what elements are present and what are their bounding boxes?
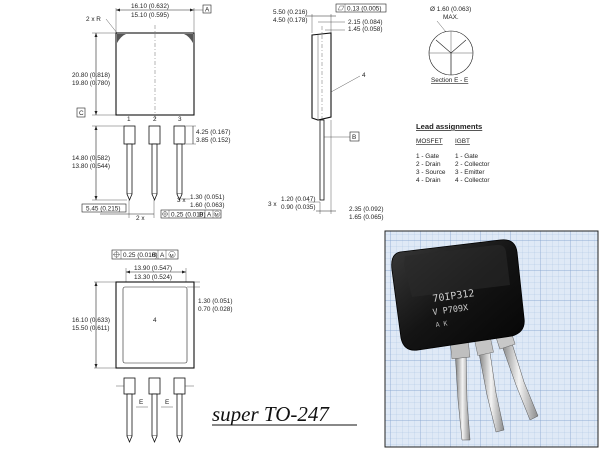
pitch-value: 5.45 (0.215) — [86, 206, 120, 213]
back-pad — [122, 286, 188, 364]
bottom-dim-min: 1.65 (0.065) — [349, 214, 383, 221]
back-tol-ref-2: A — [160, 252, 165, 259]
lead-thickness-prefix: 3 x — [268, 201, 277, 208]
mosfet-lead-2: 2 - Drain — [416, 161, 441, 168]
tab-thickness-max: 2.15 (0.084) — [348, 19, 382, 26]
side-body — [311, 32, 332, 121]
section-lead-profile — [435, 39, 467, 75]
offset-max: 1.30 (0.051) — [198, 298, 232, 305]
section-max: MAX. — [443, 14, 459, 21]
front-width-max: 16.10 (0.632) — [131, 3, 169, 10]
col-mosfet: MOSFET — [416, 138, 443, 145]
lead-width-prefix: 3 x — [177, 197, 186, 204]
mosfet-lead-1: 1 - Gate — [416, 153, 440, 160]
caption: super TO-247 — [212, 402, 330, 426]
side-view: 5.50 (0.216) 4.50 (0.178) 0.13 (0.005) 2… — [268, 3, 387, 221]
igbt-lead-3: 3 - Emitter — [455, 169, 485, 176]
back-tol-ref-3: M — [170, 253, 174, 259]
pitch-box — [81, 203, 127, 213]
back-height-min: 15.50 (0.611) — [72, 325, 110, 332]
lead-width-max: 1.30 (0.051) — [190, 194, 224, 201]
section-label-right: E — [165, 399, 169, 406]
lead-thickness-min: 0.90 (0.035) — [281, 204, 315, 211]
front-tolerance-frame: 0.25 (0.010) B A M — [160, 209, 222, 219]
front-tol-ref-2: A — [207, 212, 212, 219]
lead-length-max: 14.80 (0.582) — [72, 155, 110, 162]
back-view: 0.25 (0.010) B A M 13.90 (0.547) 13.30 (… — [72, 249, 232, 444]
section-label-left: E — [139, 399, 143, 406]
back-pad-label: 4 — [153, 317, 157, 324]
component-photo: 70IP312 V P709X A K — [384, 230, 599, 448]
front-leads — [123, 125, 186, 202]
datum-a: A — [205, 7, 210, 14]
front-corner-tr — [184, 34, 193, 43]
mosfet-lead-3: 3 - Source — [416, 169, 446, 176]
flatness-icon — [337, 5, 345, 11]
front-width-min: 15.10 (0.595) — [131, 12, 169, 19]
igbt-lead-1: 1 - Gate — [455, 153, 479, 160]
flatness-frame — [335, 3, 387, 13]
mosfet-lead-4: 4 - Drain — [416, 177, 441, 184]
lead-length-min: 13.80 (0.544) — [72, 163, 110, 170]
back-height-max: 16.10 (0.633) — [72, 317, 110, 324]
side-lead — [319, 119, 325, 201]
pad-width-min: 13.30 (0.524) — [134, 274, 172, 281]
back-tolerance-frame: 0.25 (0.010) B A M — [111, 249, 179, 260]
igbt-lead-2: 2 - Collector — [455, 161, 490, 168]
pad-width-max: 13.90 (0.547) — [134, 265, 172, 272]
front-height-min: 19.80 (0.780) — [72, 80, 110, 87]
shoulder-min: 3.85 (0.152) — [196, 137, 230, 144]
section-diameter: Ø 1.60 (0.063) — [430, 6, 471, 13]
datum-b: B — [352, 134, 356, 141]
front-tol-ref-1: B — [199, 212, 203, 219]
datum-b-box — [349, 131, 360, 142]
pin-label-2: 2 — [153, 116, 157, 123]
datum-c-box — [76, 107, 86, 118]
front-view: 16.10 (0.632) 15.10 (0.595) A 2 x R 20.8… — [72, 3, 230, 222]
bottom-dim-max: 2.35 (0.092) — [349, 206, 383, 213]
side-thickness-min: 4.50 (0.178) — [273, 17, 307, 24]
datum-a-box — [202, 4, 212, 14]
front-height-max: 20.80 (0.818) — [72, 72, 110, 79]
igbt-lead-4: 4 - Collector — [455, 177, 490, 184]
flatness-value: 0.13 (0.005) — [347, 6, 381, 13]
back-body — [115, 281, 195, 369]
shoulder-max: 4.25 (0.167) — [196, 129, 230, 136]
lead-thickness-max: 1.20 (0.047) — [281, 196, 315, 203]
col-igbt: IGBT — [455, 138, 470, 145]
front-corner-tl — [117, 34, 126, 43]
side-thickness-max: 5.50 (0.216) — [273, 9, 307, 16]
section-caption: Section E - E — [431, 77, 468, 84]
side-callout: 4 — [362, 72, 366, 79]
tab-thickness-min: 1.45 (0.058) — [348, 26, 382, 33]
pitch-multiplier: 2 x — [136, 215, 145, 222]
lead-width-min: 1.60 (0.063) — [190, 202, 224, 209]
lead-assignments: Lead assignments MOSFET IGBT 1 - Gate 2 … — [416, 122, 490, 184]
lead-assignments-title: Lead assignments — [416, 122, 482, 131]
front-tol-value: 0.25 (0.010) — [171, 212, 205, 219]
pin-label-3: 3 — [178, 116, 182, 123]
datum-c: C — [79, 110, 84, 117]
back-leads — [116, 377, 194, 444]
back-tol-ref-1: B — [152, 252, 156, 259]
back-tol-value: 0.25 (0.010) — [123, 252, 157, 259]
photo-marking-3: A K — [435, 319, 448, 329]
pin-label-1: 1 — [127, 116, 131, 123]
corner-radius-label: 2 x R — [86, 16, 101, 23]
front-tol-ref-3: M — [215, 212, 219, 217]
offset-min: 0.70 (0.028) — [198, 306, 232, 313]
section-view: Ø 1.60 (0.063) MAX. Section E - E — [428, 6, 474, 84]
